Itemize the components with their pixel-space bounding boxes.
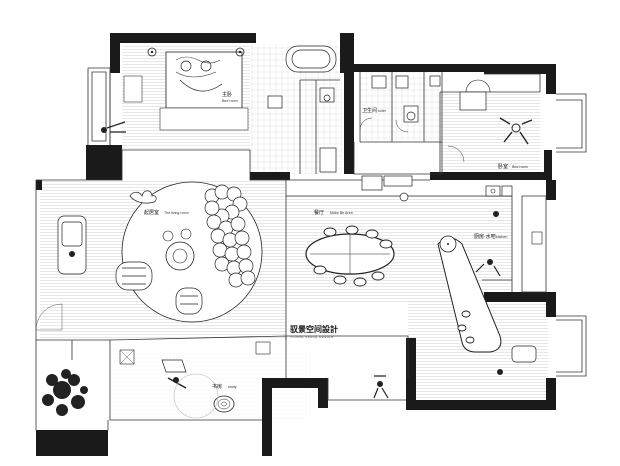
second-bath: 卫生间 toilet	[361, 75, 441, 202]
study-label-cn: 书房	[212, 383, 222, 390]
outline-lines	[35, 67, 587, 430]
curved-sofa	[204, 184, 256, 288]
living-room-label-cn: 起居室	[144, 209, 159, 216]
master-bedroom-label-cn: 主卧	[222, 91, 232, 98]
bathroom-label-cn: 卫生间	[362, 107, 377, 114]
brand-sub: YUJING SPACE DESIGN	[290, 335, 334, 339]
dining-label-cn: 餐厅	[314, 209, 324, 216]
kitchen-label-en: kitchen	[496, 235, 507, 239]
kitchen: 厨房·水吧 kitchen	[437, 185, 543, 375]
dining-label-en: Make Be Area	[330, 211, 353, 215]
brand-mark: 驭景空间設計 YUJING SPACE DESIGN	[290, 324, 338, 339]
living-room: 起居室 The living room	[57, 181, 263, 323]
living-room-label-en: The living room	[164, 211, 189, 215]
bedroom-label-en: Bed room	[512, 165, 528, 169]
study-label-en: study	[228, 385, 237, 389]
study: 书房 study	[119, 341, 271, 419]
master-bedroom: 主卧 Bed room	[101, 47, 249, 133]
right-bedroom: 卧室 Bed room	[459, 79, 533, 170]
brand-name: 驭景空间設計	[290, 324, 338, 334]
corridor-person	[373, 375, 389, 399]
bedroom-label-cn: 卧室	[498, 163, 508, 170]
master-bedroom-label-en: Bed room	[222, 99, 238, 103]
master-bath	[267, 45, 337, 173]
kitchen-label-cn: 厨房·水吧	[474, 233, 496, 240]
doors	[35, 117, 465, 331]
tree-plant	[42, 369, 88, 416]
walls	[36, 33, 556, 456]
bathroom-label-en: toilet	[378, 109, 386, 113]
dining-area: 餐厅 Make Be Area	[305, 209, 395, 287]
